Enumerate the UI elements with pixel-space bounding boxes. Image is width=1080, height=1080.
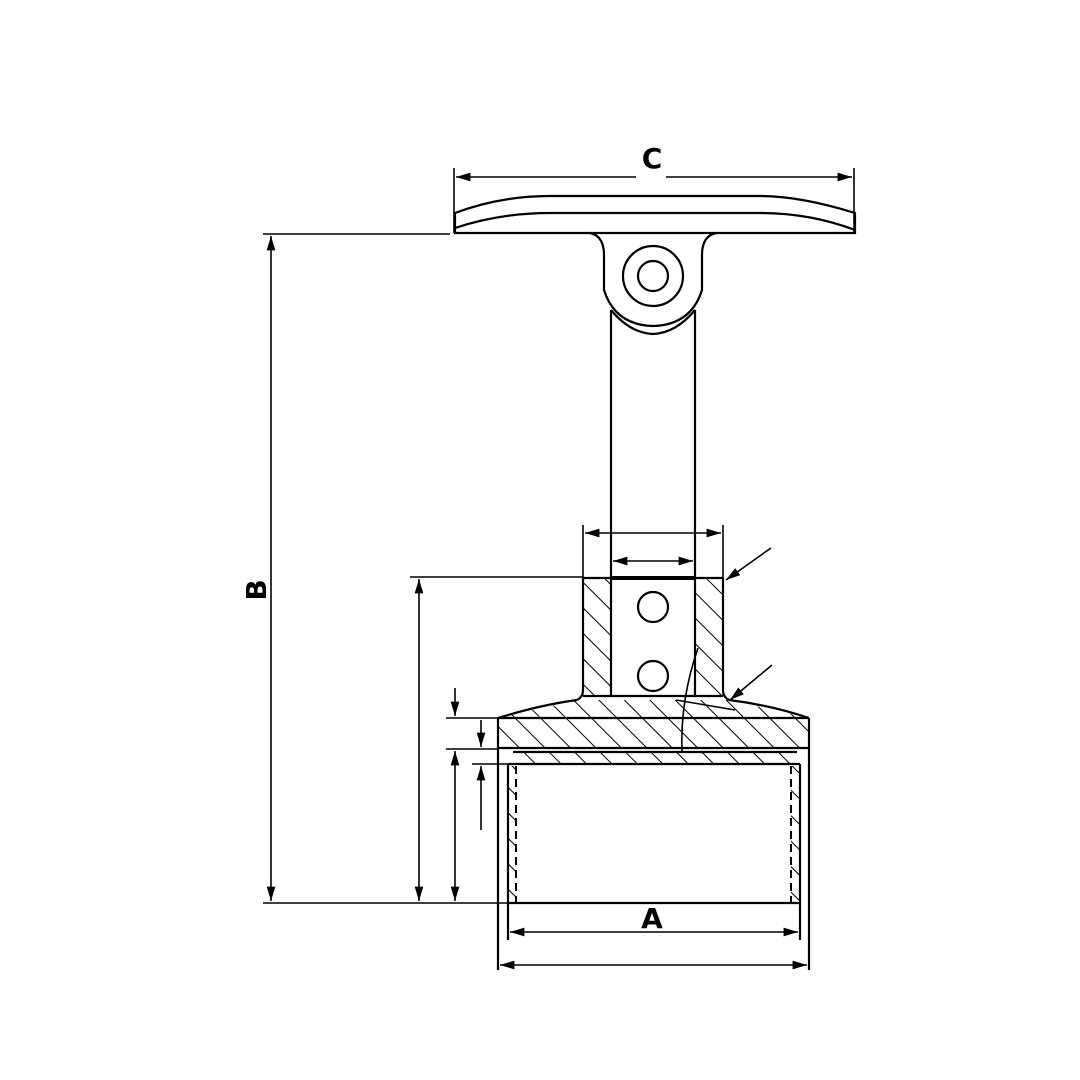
dimension-label-c: C xyxy=(642,142,663,175)
dimension-b: B xyxy=(240,233,508,904)
dimension-label-b: B xyxy=(240,579,273,600)
socket xyxy=(576,576,730,701)
dimension-c: C xyxy=(453,142,855,233)
dimension-a: A xyxy=(510,902,798,937)
cup-dimensions xyxy=(410,576,583,901)
set-screw-icon xyxy=(636,590,670,624)
hinge-pin-icon xyxy=(636,259,670,293)
saddle-plate xyxy=(453,194,857,235)
hinge-outer-circle xyxy=(621,244,685,308)
set-screw-icon xyxy=(636,659,670,693)
support-rod xyxy=(609,310,697,697)
dimension-label-a: A xyxy=(641,902,663,935)
pivot-hinge xyxy=(589,231,717,336)
socket-dimensions xyxy=(582,525,724,578)
base-cup xyxy=(496,698,811,970)
